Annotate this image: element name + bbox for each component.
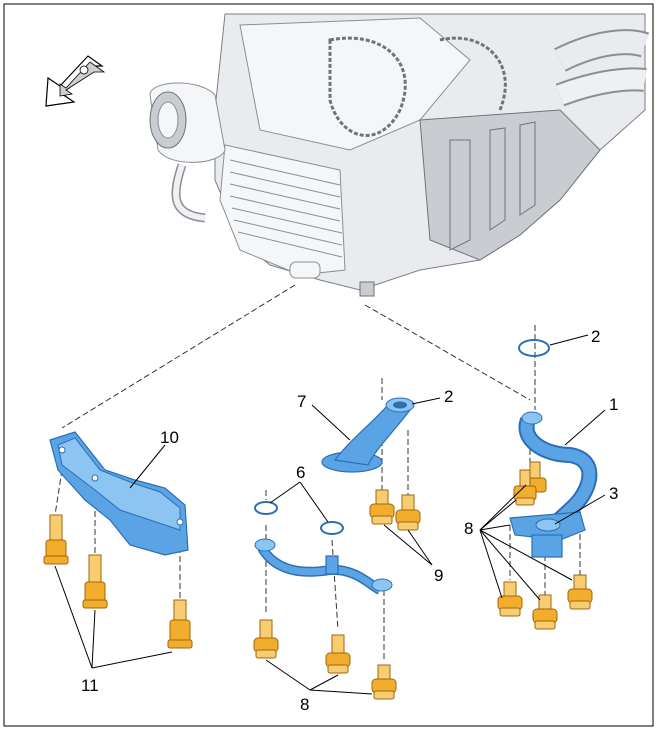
bolt-11-a xyxy=(43,514,69,565)
callout-2-upper: 2 xyxy=(591,327,600,346)
callout-6: 6 xyxy=(296,463,305,482)
callout-9: 9 xyxy=(434,566,443,585)
bolt-8-e xyxy=(513,469,537,506)
callout-7: 7 xyxy=(297,392,306,411)
front-direction-arrow-icon xyxy=(45,55,106,107)
part-pickup-tube-1 xyxy=(509,411,598,558)
callout-2-middle: 2 xyxy=(444,387,453,406)
bolt-9-a xyxy=(369,489,395,525)
bolt-11-c xyxy=(167,599,193,649)
bolt-8-b xyxy=(325,634,351,674)
bolt-8-h xyxy=(567,574,593,610)
seal-6-b xyxy=(320,521,344,535)
bolt-9-b xyxy=(395,494,421,531)
callout-8-right: 8 xyxy=(464,519,473,538)
engine-block xyxy=(149,13,650,297)
part-bracket-10 xyxy=(49,431,189,556)
bolt-8-a xyxy=(253,619,279,659)
callout-1: 1 xyxy=(609,395,618,414)
seal-6-a xyxy=(254,501,278,515)
bolt-8-c xyxy=(371,664,397,700)
bolt-11-b xyxy=(82,554,108,609)
part-oil-pipe xyxy=(254,538,393,595)
callout-11: 11 xyxy=(81,676,99,695)
diagram-frame xyxy=(3,3,654,727)
callout-10: 10 xyxy=(160,428,179,447)
callout-3: 3 xyxy=(609,484,618,503)
seal-2-upper xyxy=(518,339,550,357)
leader-lines xyxy=(54,334,606,695)
callout-8-bottom: 8 xyxy=(300,695,309,714)
bolt-8-f xyxy=(497,581,523,617)
bolt-8-g xyxy=(532,594,558,630)
part-pickup-7 xyxy=(321,397,415,473)
